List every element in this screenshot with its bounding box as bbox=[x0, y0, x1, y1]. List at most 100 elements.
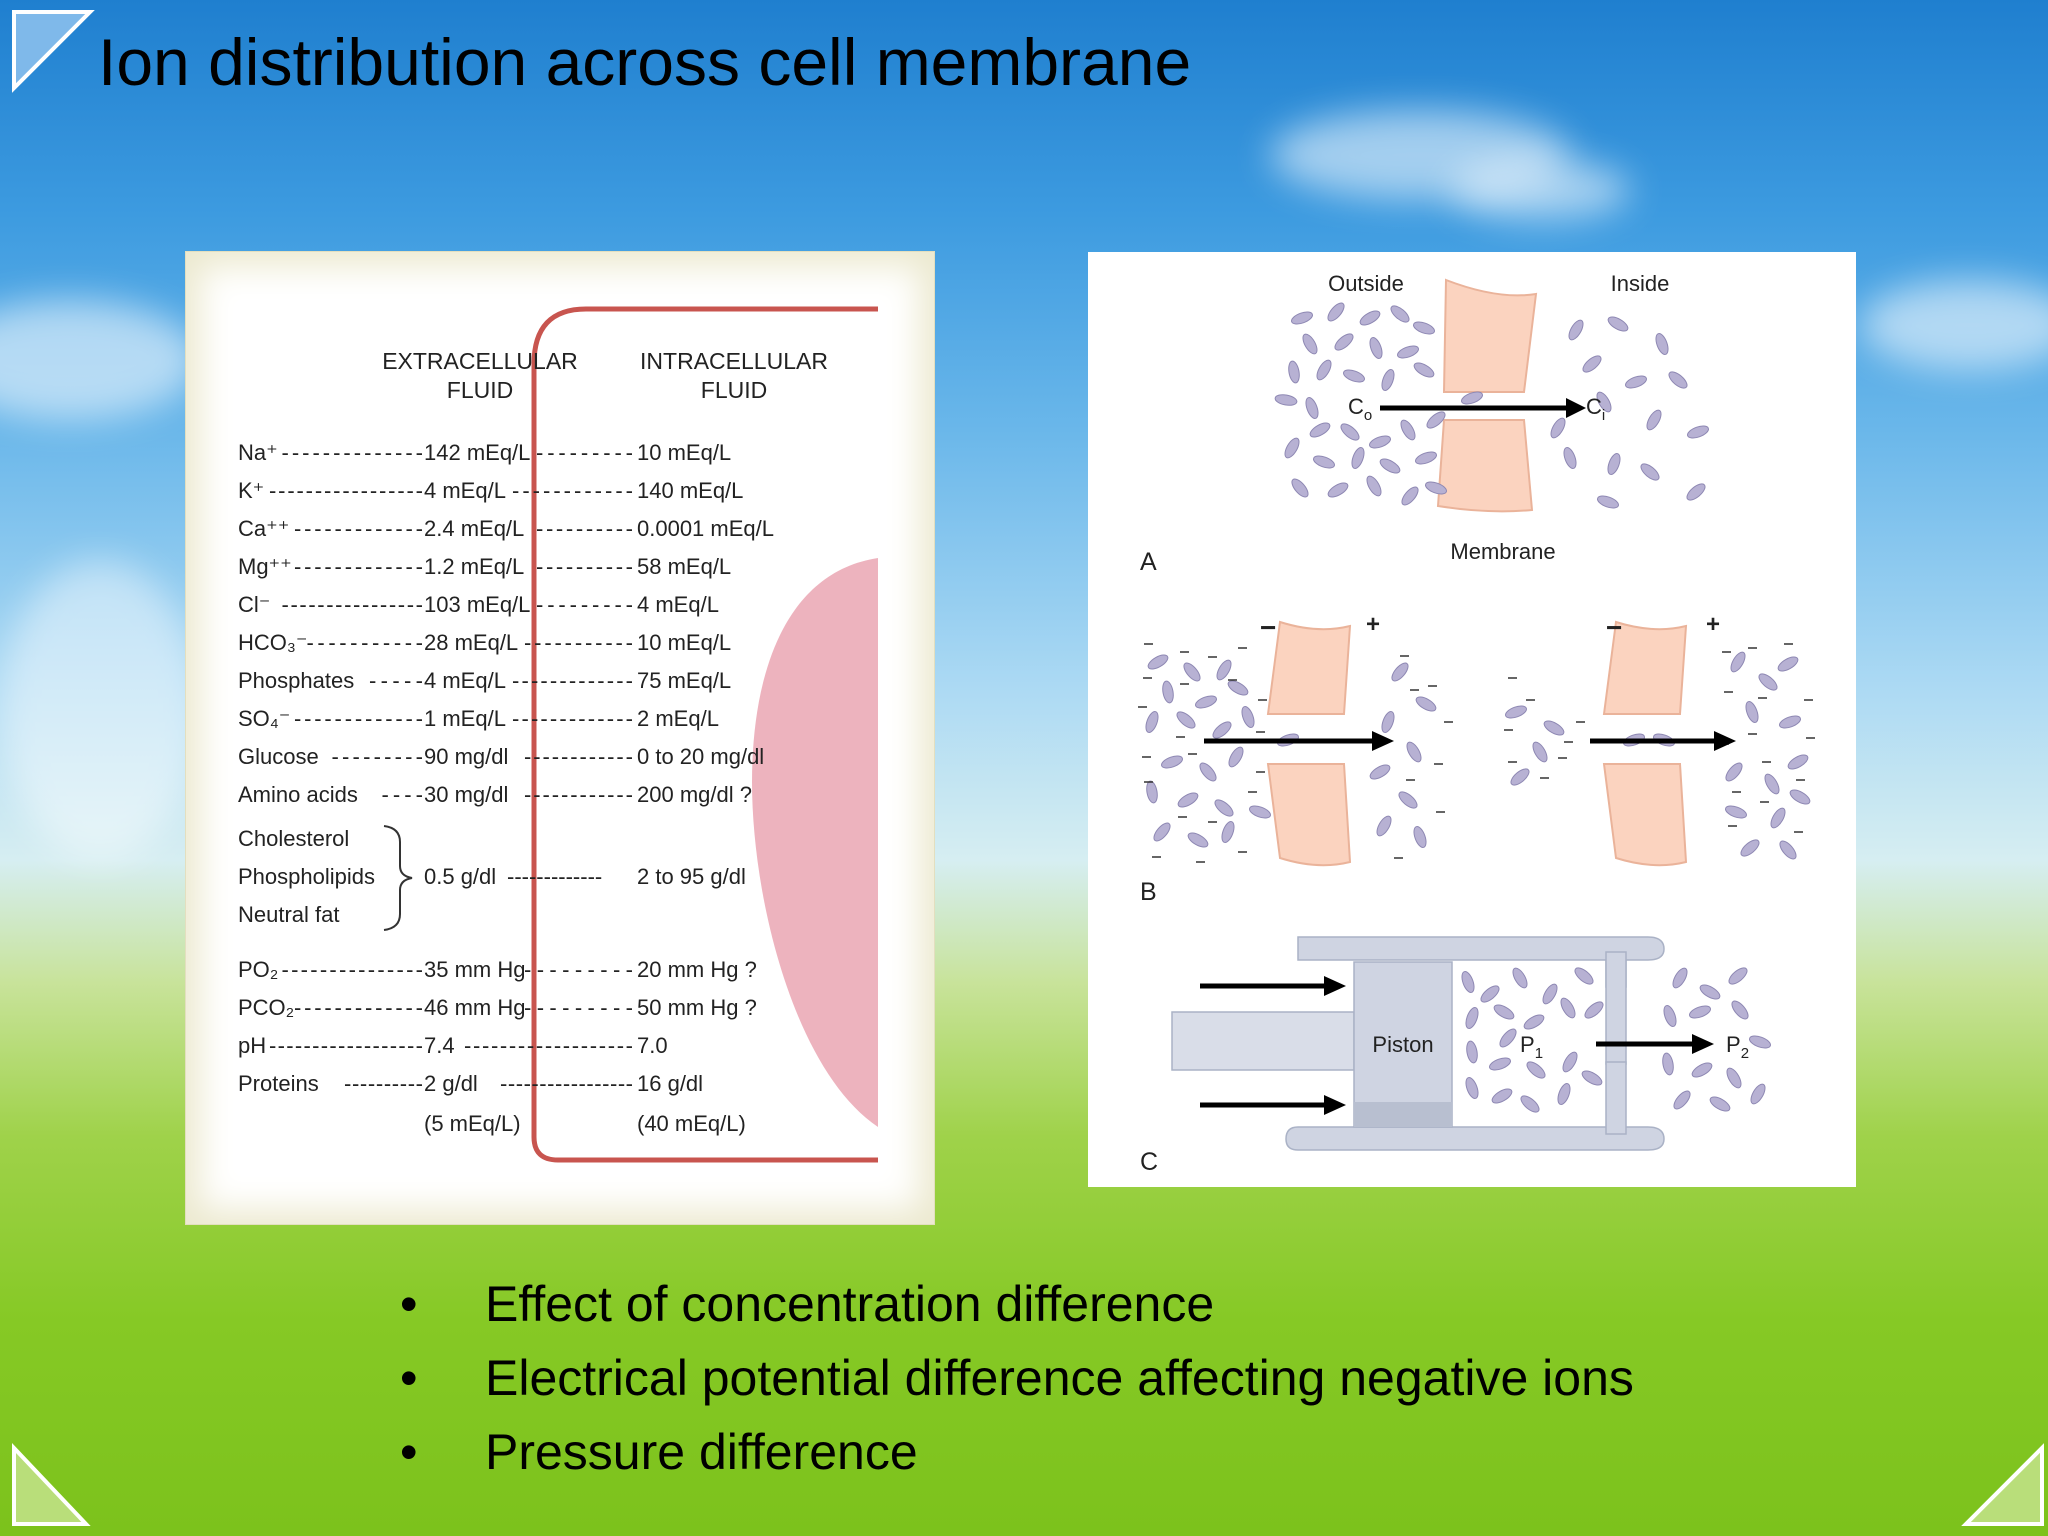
ion bbox=[1284, 437, 1300, 459]
row-dash: ------------- bbox=[294, 516, 423, 541]
ion bbox=[1400, 419, 1416, 441]
ion bbox=[1413, 362, 1435, 378]
row-label: Cl⁻ bbox=[238, 592, 270, 617]
ion bbox=[1607, 453, 1621, 475]
cloud bbox=[0, 560, 200, 860]
bullet-dot: • bbox=[400, 1276, 418, 1332]
row-dash: ----------- bbox=[307, 630, 424, 655]
ion bbox=[1465, 1007, 1479, 1029]
table-rows: Na⁺--------------142 mEq/L---------10 mE… bbox=[238, 440, 774, 807]
header-intracellular-fluid: FLUID bbox=[701, 377, 767, 403]
row-dash: ----------------- bbox=[500, 1071, 633, 1096]
ion bbox=[1214, 799, 1234, 817]
ion bbox=[1557, 1083, 1571, 1105]
ion bbox=[1728, 967, 1748, 985]
ion bbox=[1425, 481, 1447, 495]
ion bbox=[1369, 337, 1383, 359]
ion bbox=[1228, 746, 1244, 768]
row-intra-value: 75 mEq/L bbox=[637, 668, 731, 693]
panel-label-c: C bbox=[1140, 1148, 1158, 1176]
ion bbox=[1199, 762, 1217, 782]
row-label: HCO₃⁻ bbox=[238, 630, 307, 655]
ion bbox=[1397, 345, 1419, 359]
ion bbox=[1227, 680, 1249, 696]
ion bbox=[1187, 832, 1209, 848]
ion bbox=[1542, 983, 1558, 1005]
row-intra-value: 16 g/dl bbox=[637, 1071, 703, 1096]
ion bbox=[1687, 425, 1709, 439]
ion bbox=[1398, 791, 1418, 809]
ion bbox=[1381, 711, 1395, 733]
ion bbox=[1379, 458, 1401, 474]
row-extra-value: 90 mg/dl bbox=[424, 744, 508, 769]
ion bbox=[1750, 1083, 1766, 1105]
membrane-label: Membrane bbox=[1450, 539, 1555, 564]
protein-meq-extra: (5 mEq/L) bbox=[424, 1111, 521, 1136]
ion bbox=[1147, 654, 1169, 670]
ion bbox=[1640, 463, 1660, 481]
ion bbox=[1461, 971, 1475, 993]
ion bbox=[1709, 1096, 1731, 1112]
ion bbox=[1216, 659, 1232, 681]
ion bbox=[1291, 311, 1313, 325]
row-extra-value: 28 mEq/L bbox=[424, 630, 518, 655]
lipid-label-cholesterol: Cholesterol bbox=[238, 826, 349, 851]
row-extra-value: 4 mEq/L bbox=[424, 478, 506, 503]
row-extra-value: 30 mg/dl bbox=[424, 782, 508, 807]
ion bbox=[1672, 967, 1688, 989]
row-dash: ---------------- bbox=[282, 592, 424, 617]
ions-panel-a bbox=[1274, 302, 1709, 509]
row-dash: ------------- bbox=[512, 706, 633, 731]
bullet-text: Effect of concentration difference bbox=[485, 1276, 1215, 1332]
row-dash: ----------------- bbox=[269, 478, 423, 503]
ion bbox=[1505, 705, 1527, 719]
inside-label: Inside bbox=[1611, 271, 1670, 296]
ion bbox=[1499, 1028, 1517, 1048]
ion bbox=[1145, 711, 1159, 733]
lipid-dash: ------------- bbox=[507, 864, 602, 889]
ions-panel-b bbox=[1138, 643, 1815, 863]
bullet-dot: • bbox=[400, 1424, 418, 1480]
row-dash: --------- bbox=[332, 744, 424, 769]
ion bbox=[1646, 409, 1662, 431]
ion bbox=[1777, 656, 1799, 672]
row-extra-value: 4 mEq/L bbox=[424, 668, 506, 693]
ion bbox=[1562, 1051, 1578, 1073]
ion bbox=[1532, 741, 1548, 763]
ion bbox=[1523, 1014, 1545, 1030]
channel-upper-b-right bbox=[1602, 620, 1688, 715]
bullet-text: Pressure difference bbox=[485, 1424, 918, 1480]
row-intra-value: 50 mm Hg ? bbox=[637, 995, 757, 1020]
table-rows-gases: PO₂---------------35 mm Hg---------20 mm… bbox=[238, 957, 757, 1096]
row-dash: ---- bbox=[382, 782, 424, 807]
cloud bbox=[1450, 160, 1630, 220]
ion bbox=[1212, 721, 1232, 739]
ion bbox=[1480, 985, 1500, 1003]
ion bbox=[1560, 997, 1576, 1019]
header-intracellular: INTRACELLULAR bbox=[640, 348, 828, 374]
row-label: Ca⁺⁺ bbox=[238, 516, 289, 541]
ion bbox=[1510, 768, 1530, 786]
ion bbox=[1309, 422, 1331, 438]
row-extra-value: 142 mEq/L bbox=[424, 440, 530, 465]
cloud bbox=[0, 300, 200, 420]
ion bbox=[1731, 1000, 1749, 1020]
corner-triangle-top-left bbox=[12, 10, 95, 93]
ion bbox=[1305, 397, 1319, 419]
protein-meq-intra: (40 mEq/L) bbox=[637, 1111, 746, 1136]
ion bbox=[1316, 359, 1332, 381]
outside-label: Outside bbox=[1328, 271, 1404, 296]
cylinder-wall-lower bbox=[1285, 1126, 1665, 1151]
ion bbox=[1343, 369, 1365, 383]
row-intra-value: 200 mg/dl ? bbox=[637, 782, 752, 807]
row-intra-value: 0.0001 mEq/L bbox=[637, 516, 774, 541]
ion-concentration-table: EXTRACELLULAR FLUID INTRACELLULAR FLUID … bbox=[185, 251, 935, 1225]
diagram-figure: Outside Inside Co Ci Membrane A − + − + bbox=[1138, 271, 1815, 1176]
diffusion-arrowhead-b-left bbox=[1372, 731, 1394, 751]
row-dash: ------------ bbox=[512, 478, 633, 503]
row-extra-value: 46 mm Hg bbox=[424, 995, 525, 1020]
pressure-p1-label: P1 bbox=[1520, 1032, 1543, 1062]
row-extra-value: 35 mm Hg bbox=[424, 957, 525, 982]
row-dash: --------- bbox=[524, 995, 633, 1020]
row-extra-value: 1.2 mEq/L bbox=[424, 554, 524, 579]
